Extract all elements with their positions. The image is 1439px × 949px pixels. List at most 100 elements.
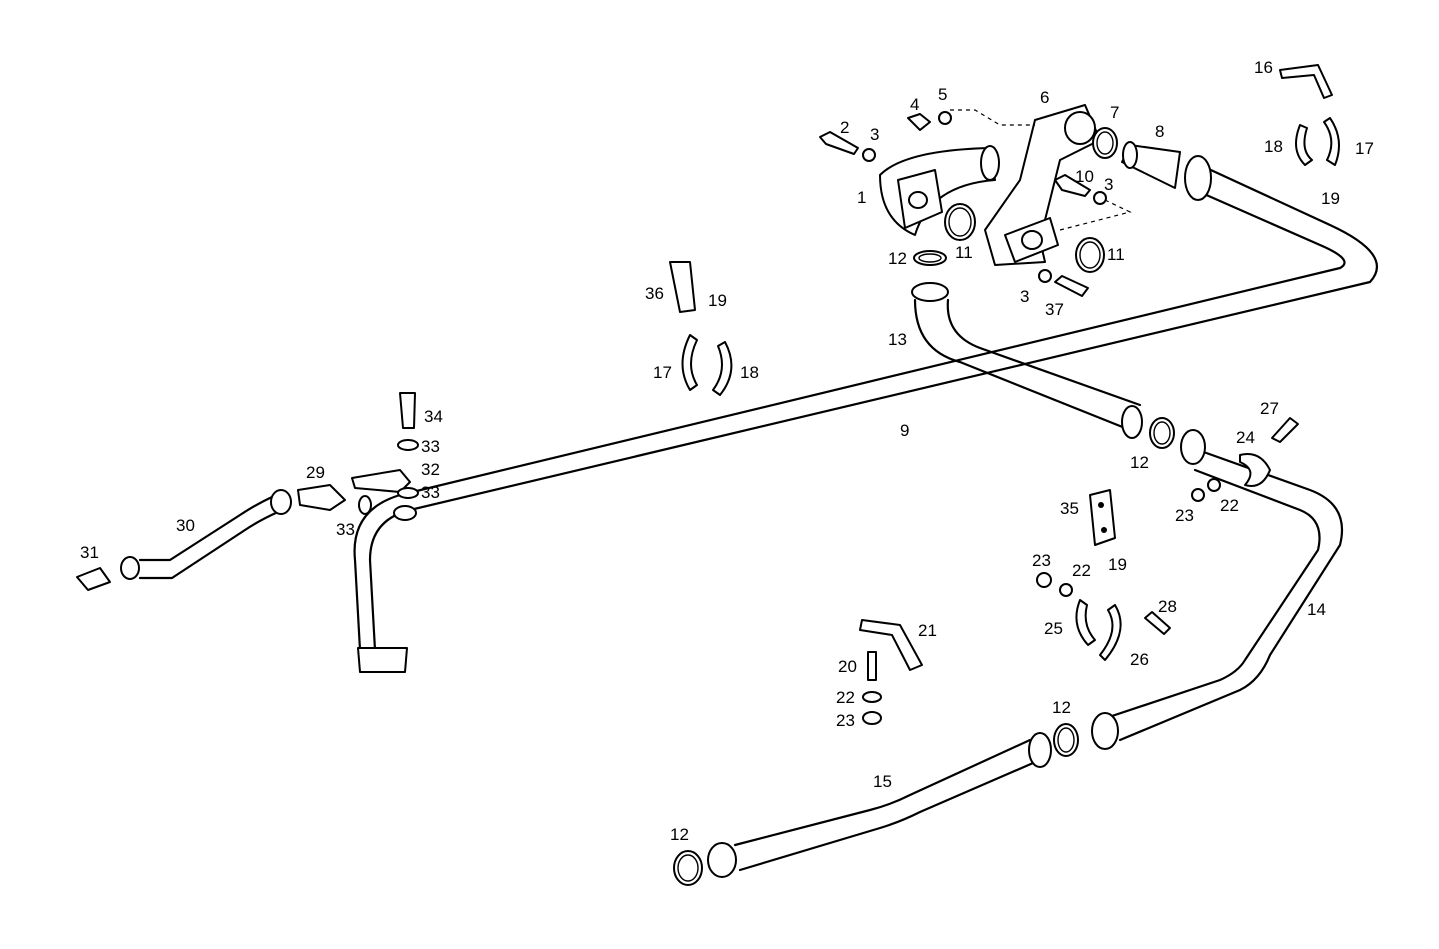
washer-33b <box>397 487 419 499</box>
callout-30: 30 <box>176 516 195 535</box>
elbow-29 <box>297 484 346 511</box>
callout-33: 33 <box>336 520 355 539</box>
callout-13: 13 <box>888 330 907 349</box>
callout-6: 6 <box>1040 88 1049 107</box>
callout-5: 5 <box>938 85 947 104</box>
callout-11: 11 <box>955 243 973 262</box>
callout-35: 35 <box>1060 499 1079 518</box>
callout-34: 34 <box>424 407 443 426</box>
callout-28: 28 <box>1158 597 1177 616</box>
sleeve-8 <box>1121 141 1181 189</box>
callout-31: 31 <box>80 543 99 562</box>
callout-33: 33 <box>421 437 440 456</box>
clamp-lower <box>1075 599 1122 661</box>
callout-25: 25 <box>1044 619 1063 638</box>
bracket-16 <box>1279 64 1333 99</box>
callout-7: 7 <box>1110 103 1119 122</box>
callout-20: 20 <box>838 657 857 676</box>
nut-23b <box>1036 572 1052 588</box>
callout-12: 12 <box>670 825 689 844</box>
callout-11: 11 <box>1107 245 1125 264</box>
ring-12-bottom <box>673 850 703 886</box>
callout-29: 29 <box>306 463 325 482</box>
callout-26: 26 <box>1130 650 1149 669</box>
callout-3: 3 <box>1104 175 1113 194</box>
callout-24: 24 <box>1236 428 1255 447</box>
callout-37: 37 <box>1045 300 1064 319</box>
callout-32: 32 <box>421 460 440 479</box>
callout-22: 22 <box>1072 561 1091 580</box>
callout-labels: 1 2 3 3 3 4 5 6 7 8 9 10 11 11 12 12 12 … <box>80 58 1374 844</box>
callout-33: 33 <box>421 483 440 502</box>
pipe-13 <box>911 282 1143 439</box>
ring-12-mid <box>1149 417 1175 449</box>
callout-4: 4 <box>910 95 919 114</box>
bracket-36 <box>669 261 696 313</box>
callout-12: 12 <box>888 249 907 268</box>
callout-9: 9 <box>900 421 909 440</box>
washer-22a <box>1207 478 1221 492</box>
callout-22: 22 <box>1220 496 1239 515</box>
callout-10: 10 <box>1075 167 1094 186</box>
callout-17: 17 <box>653 363 672 382</box>
assembly-line-top <box>950 109 1035 126</box>
callout-12: 12 <box>1130 453 1149 472</box>
callout-22: 22 <box>836 688 855 707</box>
bolt-37 <box>1054 275 1089 297</box>
callout-19: 19 <box>1321 189 1340 208</box>
ring-on-pipe-9 <box>393 505 417 521</box>
callout-19: 19 <box>708 291 727 310</box>
callout-14: 14 <box>1307 600 1326 619</box>
pipe-30 <box>120 489 292 580</box>
callout-2: 2 <box>840 118 849 137</box>
pipe-15 <box>707 732 1052 878</box>
washer-22b <box>1059 583 1073 597</box>
callout-23: 23 <box>836 711 855 730</box>
ring-7 <box>1092 127 1118 159</box>
washer-22c <box>862 691 882 703</box>
callout-1: 1 <box>857 188 866 207</box>
ring-12-lower <box>1053 723 1079 757</box>
ring-12-top <box>913 250 947 266</box>
callout-27: 27 <box>1260 399 1279 418</box>
nut-23a <box>1191 488 1205 502</box>
callout-18: 18 <box>740 363 759 382</box>
callout-17: 17 <box>1355 139 1374 158</box>
washer-3c <box>1038 269 1052 283</box>
callout-16: 16 <box>1254 58 1273 77</box>
washer-33a <box>397 439 419 451</box>
bolt-4 <box>907 113 931 131</box>
assembly-line-mid <box>1059 199 1132 231</box>
bolt-10 <box>1054 174 1091 197</box>
washer-3b <box>1093 191 1107 205</box>
clamp-24 <box>1239 453 1271 487</box>
callout-3: 3 <box>870 125 879 144</box>
callout-21: 21 <box>918 621 937 640</box>
bolt-28 <box>1144 611 1171 635</box>
bracket-35 <box>1089 489 1116 546</box>
banjo-32 <box>351 469 411 493</box>
manifold-6 <box>984 104 1101 266</box>
callout-15: 15 <box>873 772 892 791</box>
union-31 <box>76 567 111 591</box>
clamp-left <box>681 334 733 396</box>
banjo-bolt-34 <box>399 392 416 429</box>
callout-12: 12 <box>1052 698 1071 717</box>
callout-3: 3 <box>1020 287 1029 306</box>
callout-23: 23 <box>1032 551 1051 570</box>
callout-8: 8 <box>1155 122 1164 141</box>
callout-23: 23 <box>1175 506 1194 525</box>
pipe-9 <box>353 155 1378 673</box>
bracket-21 <box>859 619 923 671</box>
pipe-14 <box>1091 429 1344 750</box>
callout-19: 19 <box>1108 555 1127 574</box>
clamp-top-right <box>1295 117 1340 166</box>
ring-11a <box>944 203 976 241</box>
washer-3a <box>862 148 876 162</box>
bolt-2 <box>819 131 859 155</box>
washer-33c <box>358 495 372 515</box>
callout-36: 36 <box>645 284 664 303</box>
bolt-27 <box>1271 417 1299 443</box>
washer-5 <box>938 111 952 125</box>
